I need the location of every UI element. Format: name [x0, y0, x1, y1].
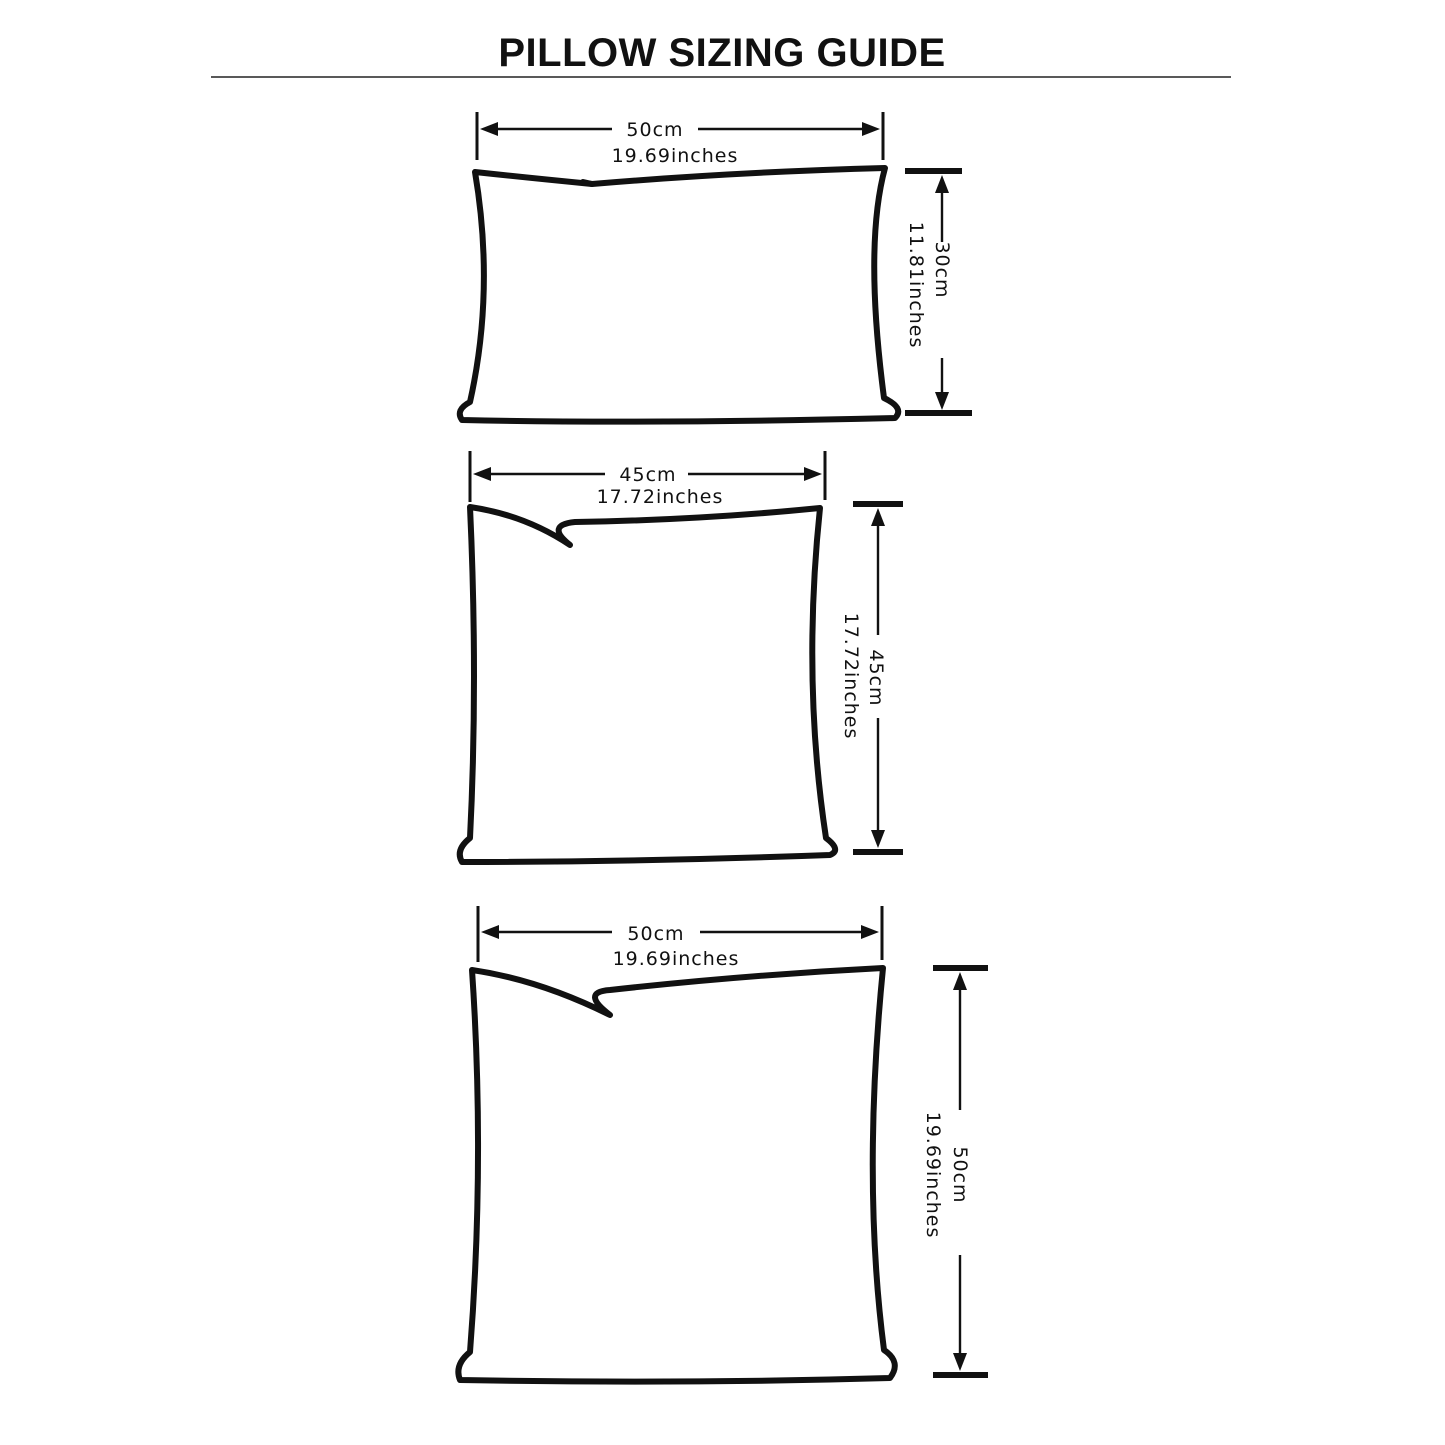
pillow-30x50-width-dimension: 50cm 19.69inches — [475, 112, 885, 167]
pillow-30x50-group: 50cm 19.69inches 30cm 11.81inches — [456, 112, 972, 425]
pillow-30x50-outline — [456, 165, 902, 425]
pillow-45x45-height-dimension: 45cm 17.72inches — [840, 501, 903, 855]
pillow-50x50-height-cm: 50cm — [949, 1146, 971, 1203]
pillow-30x50-top-crease — [580, 179, 595, 187]
pillow-50x50-outline — [455, 965, 898, 1385]
page-title: PILLOW SIZING GUIDE — [498, 31, 945, 75]
pillow-45x45-group: 45cm 17.72inches 45cm 17.72inches — [456, 451, 903, 865]
pillow-30x50-height-dimension: 30cm 11.81inches — [905, 168, 972, 416]
pillow-50x50-width-cm: 50cm — [627, 923, 684, 945]
pillow-50x50-height-inches: 19.69inches — [922, 1112, 944, 1239]
pillow-45x45-height-inches: 17.72inches — [840, 613, 862, 740]
pillow-50x50-height-dimension: 50cm 19.69inches — [922, 965, 988, 1378]
pillow-45x45-width-cm: 45cm — [619, 464, 676, 486]
pillow-30x50-width-cm: 50cm — [626, 119, 683, 141]
pillow-50x50-width-inches: 19.69inches — [613, 948, 740, 970]
pillow-45x45-width-inches: 17.72inches — [597, 486, 724, 508]
pillow-50x50-width-dimension: 50cm 19.69inches — [476, 906, 884, 970]
pillow-45x45-width-dimension: 45cm 17.72inches — [468, 451, 827, 508]
pillow-45x45-height-cm: 45cm — [865, 649, 887, 706]
pillow-45x45-outline — [456, 504, 839, 865]
pillow-30x50-width-inches: 19.69inches — [612, 145, 739, 167]
pillow-30x50-height-cm: 30cm — [931, 241, 953, 298]
pillow-30x50-height-inches: 11.81inches — [905, 222, 927, 349]
pillow-50x50-group: 50cm 19.69inches 50cm 19.69inches — [455, 906, 988, 1385]
